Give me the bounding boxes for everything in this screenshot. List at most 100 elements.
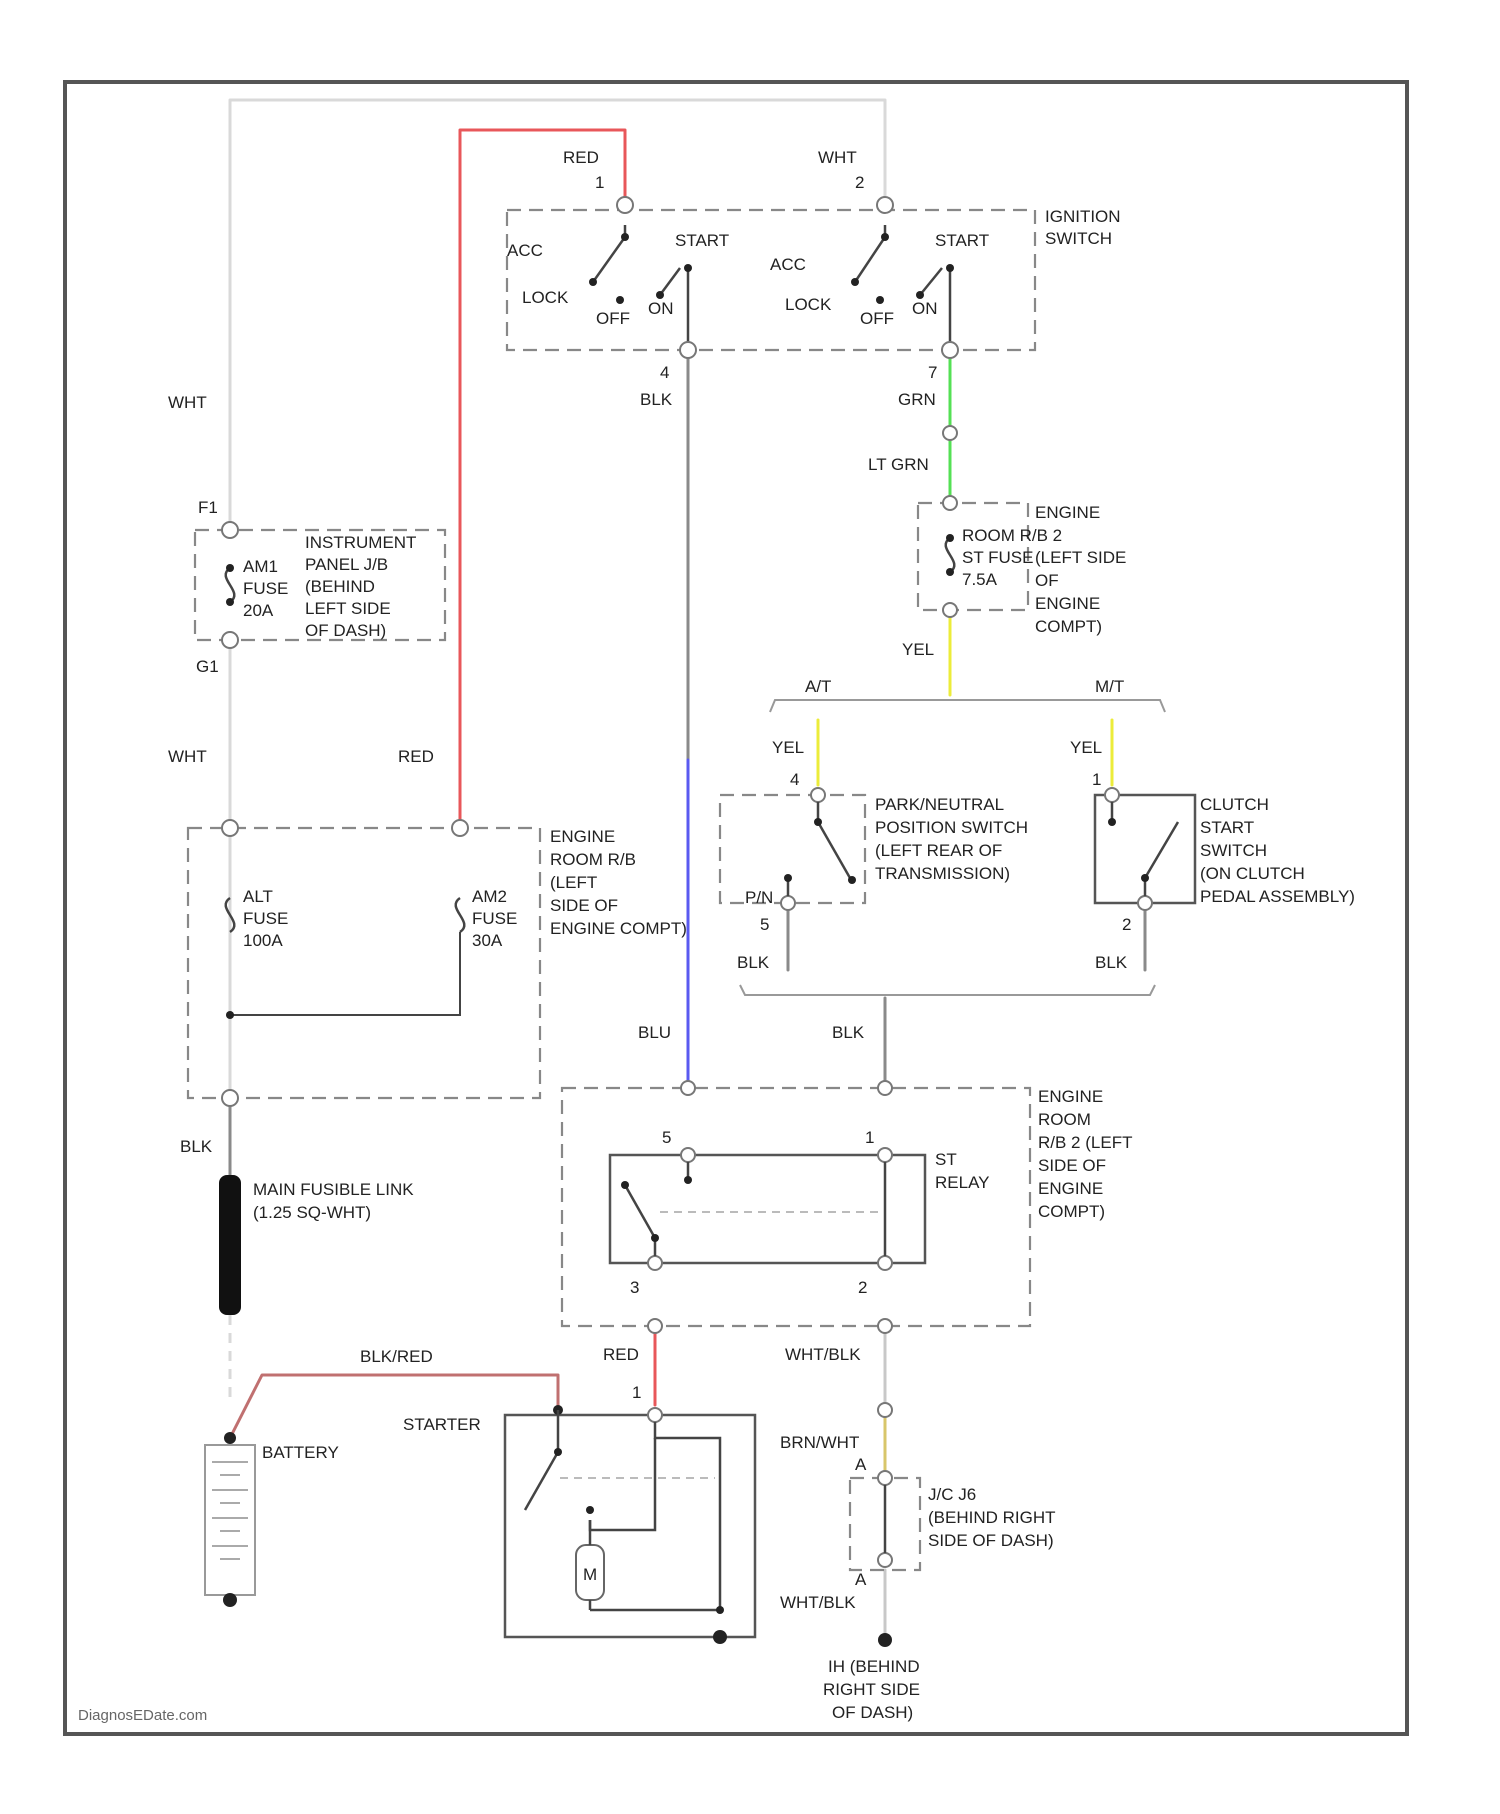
ign-wire-red: RED xyxy=(563,148,599,167)
st-fuse-3: 7.5A xyxy=(962,570,998,589)
label-wht-blk: WHT/BLK xyxy=(785,1345,861,1364)
relay-rb-3: R/B 2 (LEFT xyxy=(1038,1133,1132,1152)
pn-label-pn: P/N xyxy=(745,888,773,907)
relay-pin-1: 1 xyxy=(865,1128,874,1147)
ign-off-left: OFF xyxy=(596,309,630,328)
label-blk-clutch: BLK xyxy=(1095,953,1128,972)
label-wht-blk-lower: WHT/BLK xyxy=(780,1593,856,1612)
erb-label-2: ROOM R/B xyxy=(550,850,636,869)
starter-motor-label: M xyxy=(583,1565,597,1584)
relay-rb-5: ENGINE xyxy=(1038,1179,1103,1198)
ign-label-1: IGNITION xyxy=(1045,207,1121,226)
pn-label-3: (LEFT REAR OF xyxy=(875,841,1002,860)
ijb-label-1: INSTRUMENT xyxy=(305,533,416,552)
erb-label-1: ENGINE xyxy=(550,827,615,846)
alt-fuse-3: 100A xyxy=(243,931,283,950)
ijb-label-4: LEFT SIDE xyxy=(305,599,391,618)
label-at: A/T xyxy=(805,677,831,696)
clutch-label-5: PEDAL ASSEMBLY) xyxy=(1200,887,1355,906)
label-yel: YEL xyxy=(902,640,934,659)
ign-lock-right: LOCK xyxy=(785,295,832,314)
fusible-label-1: MAIN FUSIBLE LINK xyxy=(253,1180,414,1199)
jc-label-3: SIDE OF DASH) xyxy=(928,1531,1054,1550)
jc-pin-a-top: A xyxy=(855,1455,867,1474)
ign-label-2: SWITCH xyxy=(1045,229,1112,248)
st-fuse-2: ST FUSE xyxy=(962,548,1033,567)
starter-label: STARTER xyxy=(403,1415,481,1434)
jc-label-2: (BEHIND RIGHT xyxy=(928,1508,1056,1527)
jc-pin-a-bot: A xyxy=(855,1570,867,1589)
ijb-label-2: PANEL J/B xyxy=(305,555,388,574)
st-fuse-label-2: (LEFT SIDE xyxy=(1035,548,1126,567)
pn-pin-4: 4 xyxy=(790,770,799,789)
label-brn-wht: BRN/WHT xyxy=(780,1433,859,1452)
clutch-label-3: SWITCH xyxy=(1200,841,1267,860)
relay-pin-2: 2 xyxy=(858,1278,867,1297)
ign-pin-2: 2 xyxy=(855,173,864,192)
relay-pin-5: 5 xyxy=(662,1128,671,1147)
alt-fuse-1: ALT xyxy=(243,887,273,906)
relay-rb-2: ROOM xyxy=(1038,1110,1091,1129)
alt-fuse-2: FUSE xyxy=(243,909,288,928)
ground-label-3: OF DASH) xyxy=(832,1703,913,1722)
label-blk-red: BLK/RED xyxy=(360,1347,433,1366)
relay-rb-1: ENGINE xyxy=(1038,1087,1103,1106)
ign-pin-4: 4 xyxy=(660,363,669,382)
ign-on-right: ON xyxy=(912,299,938,318)
pn-label-4: TRANSMISSION) xyxy=(875,864,1010,883)
am1-fuse-2: FUSE xyxy=(243,579,288,598)
jc-label-1: J/C J6 xyxy=(928,1485,976,1504)
battery-ground xyxy=(223,1593,237,1607)
clutch-label-2: START xyxy=(1200,818,1254,837)
ground-ih xyxy=(878,1633,892,1647)
ign-acc-right: ACC xyxy=(770,255,806,274)
erb-label-4: SIDE OF xyxy=(550,896,618,915)
label-blk-left: BLK xyxy=(180,1137,213,1156)
label-blu: BLU xyxy=(638,1023,671,1042)
starter-ground xyxy=(713,1630,727,1644)
ground-label-1: IH (BEHIND xyxy=(828,1657,920,1676)
label-blk-right: BLK xyxy=(832,1023,865,1042)
ign-start-right: START xyxy=(935,231,989,250)
ground-label-2: RIGHT SIDE xyxy=(823,1680,920,1699)
relay-label-1: ST xyxy=(935,1150,957,1169)
st-fuse-label-3: OF xyxy=(1035,571,1059,590)
am2-fuse-1: AM2 xyxy=(472,887,507,906)
erb-label-3: (LEFT xyxy=(550,873,597,892)
label-pin-f1: F1 xyxy=(198,498,218,517)
ign-pin-7: 7 xyxy=(928,363,937,382)
ign-wire-wht: WHT xyxy=(818,148,857,167)
ign-on-left: ON xyxy=(648,299,674,318)
conn-f1 xyxy=(222,522,238,538)
st-fuse-label-1: ENGINE xyxy=(1035,503,1100,522)
pn-label-1: PARK/NEUTRAL xyxy=(875,795,1004,814)
am2-fuse-3: 30A xyxy=(472,931,503,950)
starter-pin: 1 xyxy=(632,1383,641,1402)
ijb-label-3: (BEHIND xyxy=(305,577,375,596)
conn-g1 xyxy=(222,632,238,648)
label-lt-grn: LT GRN xyxy=(868,455,929,474)
st-fuse-1: ROOM R/B 2 xyxy=(962,526,1062,545)
label-wht-upper: WHT xyxy=(168,393,207,412)
pn-label-2: POSITION SWITCH xyxy=(875,818,1028,837)
pn-pin-5: 5 xyxy=(760,915,769,934)
ign-pin-1: 1 xyxy=(595,173,604,192)
clutch-pin-1: 1 xyxy=(1092,770,1101,789)
st-fuse-label-4: ENGINE xyxy=(1035,594,1100,613)
diagram-border xyxy=(65,82,1407,1734)
relay-rb-6: COMPT) xyxy=(1038,1202,1105,1221)
am1-fuse-1: AM1 xyxy=(243,557,278,576)
relay-label-2: RELAY xyxy=(935,1173,990,1192)
label-pin-g1: G1 xyxy=(196,657,219,676)
relay-rb-4: SIDE OF xyxy=(1038,1156,1106,1175)
erb-label-5: ENGINE COMPT) xyxy=(550,919,687,938)
label-blk-center: BLK xyxy=(640,390,673,409)
am1-fuse-3: 20A xyxy=(243,601,274,620)
label-red-starter: RED xyxy=(603,1345,639,1364)
ign-off-right: OFF xyxy=(860,309,894,328)
label-yel-at: YEL xyxy=(772,738,804,757)
ijb-label-5: OF DASH) xyxy=(305,621,386,640)
label-mt: M/T xyxy=(1095,677,1124,696)
label-red-left: RED xyxy=(398,747,434,766)
